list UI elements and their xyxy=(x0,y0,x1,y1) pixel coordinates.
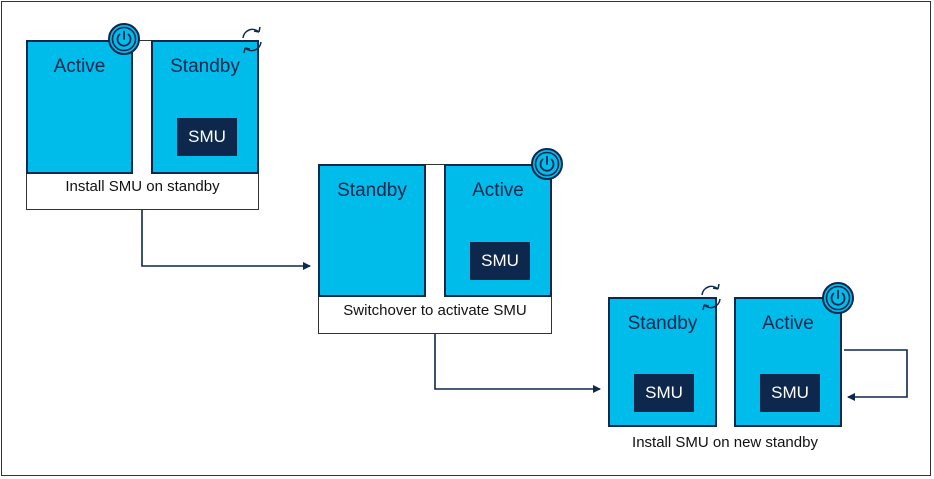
stage2-standby-label: Standby xyxy=(337,180,407,201)
stage1-standby-label: Standby xyxy=(170,56,240,77)
arrow-stage2-to-stage3 xyxy=(434,334,601,393)
stage3-active-box: Active SMU xyxy=(734,297,842,427)
stage3-standby-smu-block: SMU xyxy=(634,374,694,412)
power-icon xyxy=(531,148,563,180)
stage3-standby-label: Standby xyxy=(627,313,698,334)
stage2-active-box: Active SMU xyxy=(444,164,552,297)
stage1-standby-box: Standby SMU xyxy=(151,40,259,174)
stage2-active-label: Active xyxy=(472,180,524,201)
stage1-caption: Install SMU on standby xyxy=(65,178,220,195)
stage1-active-box: Active xyxy=(26,40,133,174)
reload-icon xyxy=(242,26,262,54)
power-icon xyxy=(108,23,140,55)
stage2-standby-box: Standby xyxy=(318,164,426,297)
stage3-active-smu-block: SMU xyxy=(760,374,820,412)
stage1-smu-block: SMU xyxy=(177,118,237,156)
reload-icon xyxy=(701,283,721,311)
stage3-active-label: Active xyxy=(762,313,814,334)
arrow-loop-stage3 xyxy=(844,349,908,401)
stage1-active-label: Active xyxy=(53,56,106,77)
stage2-caption: Switchover to activate SMU xyxy=(343,302,527,319)
stage3-caption: Install SMU on new standby xyxy=(632,434,818,451)
stage2-smu-block: SMU xyxy=(470,242,530,280)
power-icon xyxy=(822,282,854,314)
stage3-standby-box: Standby SMU xyxy=(608,297,717,427)
arrow-stage1-to-stage2 xyxy=(141,210,311,270)
